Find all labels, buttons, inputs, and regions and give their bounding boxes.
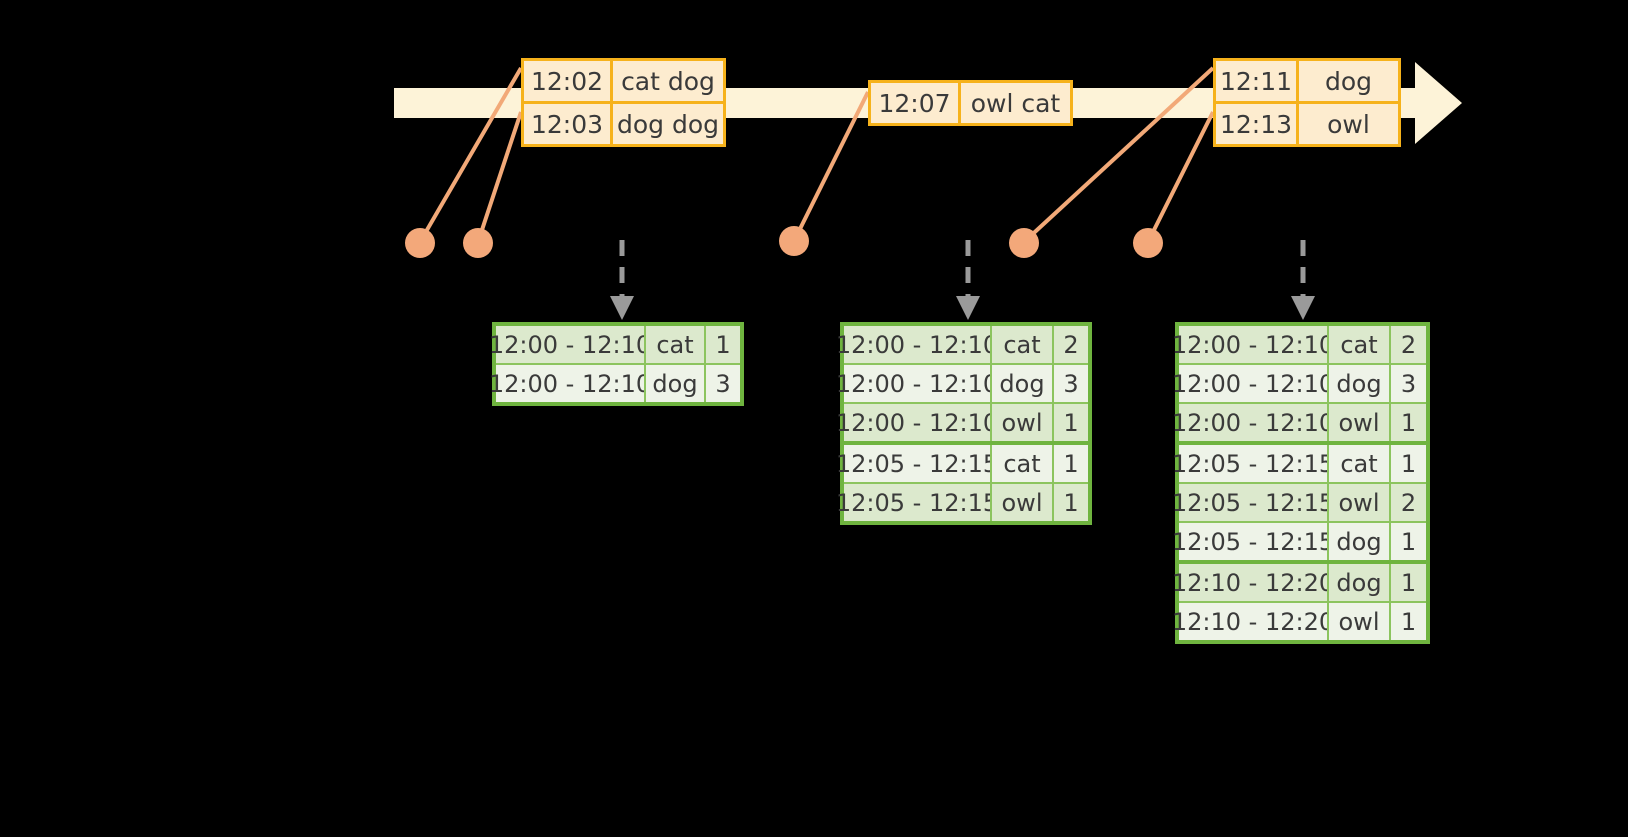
result-table-2[interactable]: 12:00 - 12:10 cat 2 12:00 - 12:10 dog 3 …	[836, 322, 1092, 525]
cell-key: cat	[990, 326, 1052, 363]
arrow-head-3	[1291, 296, 1315, 320]
cell-count: 1	[704, 326, 740, 363]
arrow-head-2	[956, 296, 980, 320]
table-row[interactable]: 12:00 - 12:10 dog 3	[489, 365, 740, 402]
cell-window: 12:00 - 12:10	[489, 326, 651, 363]
table-row[interactable]: 12:10 - 12:20 owl 1	[1172, 603, 1426, 640]
cell-window: 12:05 - 12:15	[836, 445, 998, 482]
cell-key: dog	[644, 365, 704, 402]
cell-key: cat	[1327, 326, 1389, 363]
cell-key: dog	[1327, 564, 1389, 601]
result-table-3[interactable]: 12:00 - 12:10 cat 2 12:00 - 12:10 dog 3 …	[1172, 322, 1430, 644]
cell-window: 12:00 - 12:10	[836, 326, 998, 363]
table-row[interactable]: 12:05 - 12:15 cat 1	[836, 445, 1088, 484]
connector-line-5	[1146, 111, 1215, 243]
cell-key: dog	[1327, 365, 1389, 402]
cell-key: cat	[644, 326, 704, 363]
cell-count: 3	[1052, 365, 1088, 402]
dashed-arrows	[619, 240, 1306, 296]
cell-window: 12:00 - 12:10	[836, 404, 998, 441]
dot-4	[1009, 228, 1039, 258]
result-table-1[interactable]: 12:00 - 12:10 cat 1 12:00 - 12:10 dog 3	[489, 322, 744, 406]
cell-window: 12:05 - 12:15	[1172, 445, 1334, 482]
arrow-head-1	[610, 296, 634, 320]
table-row[interactable]: 12:10 - 12:20 dog 1	[1172, 564, 1426, 603]
table-row[interactable]: 12:00 - 12:10 cat 1	[489, 326, 740, 365]
cell-key: cat	[990, 445, 1052, 482]
dot-2	[463, 228, 493, 258]
cell-count: 2	[1389, 484, 1426, 521]
event-group-2[interactable]: 12:07 owl cat	[868, 80, 1073, 126]
table-row[interactable]: 12:05 - 12:15 owl 2	[1172, 484, 1426, 523]
table-row[interactable]: 12:00 - 12:10 dog 3	[836, 365, 1088, 404]
cell-key: owl	[1327, 404, 1389, 441]
event-row[interactable]: 12:11 dog	[1216, 61, 1398, 101]
cell-count: 1	[1389, 404, 1426, 441]
dot-5	[1133, 228, 1163, 258]
cell-key: dog	[990, 365, 1052, 402]
cell-count: 1	[1389, 564, 1426, 601]
cell-count: 3	[704, 365, 740, 402]
table-row[interactable]: 12:00 - 12:10 owl 1	[1172, 404, 1426, 445]
event-payload: owl	[1296, 104, 1398, 144]
cell-count: 1	[1052, 445, 1088, 482]
cell-count: 1	[1052, 484, 1088, 521]
event-time: 12:02	[530, 66, 604, 96]
event-group-3[interactable]: 12:11 dog 12:13 owl	[1213, 58, 1401, 147]
cell-window: 12:10 - 12:20	[1172, 603, 1334, 640]
table-row[interactable]: 12:05 - 12:15 cat 1	[1172, 445, 1426, 484]
event-payload: dog dog	[610, 104, 723, 144]
cell-window: 12:05 - 12:15	[1172, 484, 1334, 521]
cell-key: owl	[990, 484, 1052, 521]
dot-3	[779, 226, 809, 256]
cell-count: 3	[1389, 365, 1426, 402]
cell-window: 12:00 - 12:10	[489, 365, 651, 402]
cell-window: 12:05 - 12:15	[1172, 523, 1334, 560]
event-row[interactable]: 12:02 cat dog	[524, 61, 723, 101]
table-row[interactable]: 12:00 - 12:10 dog 3	[1172, 365, 1426, 404]
cell-count: 1	[1389, 523, 1426, 560]
cell-window: 12:00 - 12:10	[1172, 326, 1334, 363]
event-payload: cat dog	[610, 61, 723, 101]
cell-count: 1	[1052, 404, 1088, 441]
table-row[interactable]: 12:00 - 12:10 owl 1	[836, 404, 1088, 445]
connector-line-1	[418, 66, 523, 244]
cell-key: dog	[1327, 523, 1389, 560]
cell-count: 1	[1389, 445, 1426, 482]
event-payload: dog	[1296, 61, 1398, 101]
event-time: 12:13	[1219, 109, 1293, 139]
cell-key: owl	[990, 404, 1052, 441]
cell-count: 2	[1389, 326, 1426, 363]
event-time: 12:03	[530, 109, 604, 139]
dashed-arrow-heads	[610, 296, 1315, 320]
cell-window: 12:10 - 12:20	[1172, 564, 1334, 601]
connector-line-3	[792, 91, 870, 242]
cell-key: owl	[1327, 603, 1389, 640]
event-row[interactable]: 12:13 owl	[1216, 101, 1398, 144]
cell-window: 12:00 - 12:10	[1172, 404, 1334, 441]
cell-key: cat	[1327, 445, 1389, 482]
cell-window: 12:05 - 12:15	[836, 484, 998, 521]
table-row[interactable]: 12:05 - 12:15 owl 1	[836, 484, 1088, 521]
cell-count: 2	[1052, 326, 1088, 363]
event-group-1[interactable]: 12:02 cat dog 12:03 dog dog	[521, 58, 726, 147]
cell-window: 12:00 - 12:10	[1172, 365, 1334, 402]
event-row[interactable]: 12:03 dog dog	[524, 101, 723, 144]
table-row[interactable]: 12:05 - 12:15 dog 1	[1172, 523, 1426, 564]
cell-count: 1	[1389, 603, 1426, 640]
cell-key: owl	[1327, 484, 1389, 521]
event-time: 12:07	[878, 88, 951, 118]
connector-dots	[405, 226, 1163, 258]
dot-1	[405, 228, 435, 258]
cell-window: 12:00 - 12:10	[836, 365, 998, 402]
event-row[interactable]: 12:07 owl cat	[871, 83, 1070, 123]
connector-line-2	[476, 111, 523, 243]
table-row[interactable]: 12:00 - 12:10 cat 2	[836, 326, 1088, 365]
event-payload: owl cat	[958, 83, 1070, 123]
table-row[interactable]: 12:00 - 12:10 cat 2	[1172, 326, 1426, 365]
event-time: 12:11	[1219, 66, 1293, 96]
